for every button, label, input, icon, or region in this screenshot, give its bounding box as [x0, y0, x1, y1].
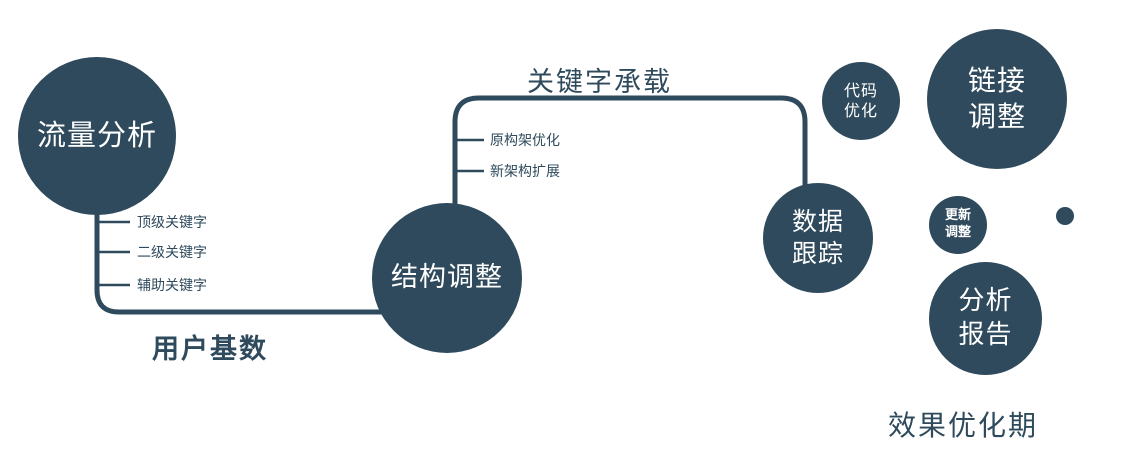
node-structure-adjust-label: 结构调整	[391, 261, 503, 293]
node-code-optimization-line2: 优化	[843, 101, 878, 120]
node-analysis-report-line2: 报告	[958, 319, 1013, 350]
branch-label-arch-optimization: 原构架优化	[490, 133, 560, 149]
branch-label-aux-keywords: 辅助关键字	[137, 278, 207, 294]
edge-traffic-to-structure	[94, 200, 400, 315]
node-structure-adjust: 结构调整	[372, 203, 522, 353]
node-code-optimization: 代码 优化	[822, 62, 900, 140]
node-traffic-analysis: 流量分析	[18, 57, 176, 215]
branch-label-second-keywords: 二级关键字	[137, 245, 207, 261]
node-link-adjustment-line2: 调整	[967, 100, 1026, 133]
edge-label-user-base: 用户基数	[152, 334, 268, 365]
node-link-adjustment-line1: 链接	[967, 64, 1026, 98]
node-analysis-report: 分析 报告	[929, 262, 1042, 375]
branch-label-arch-expansion: 新架构扩展	[490, 164, 560, 180]
bullet-dot	[1056, 207, 1074, 225]
node-update-adjustment-line2: 调整	[944, 225, 971, 240]
edge-label-keyword-carrying: 关键字承载	[527, 67, 672, 98]
caption-effect-optimization: 效果优化期	[888, 409, 1039, 442]
node-data-tracking-line2: 跟踪	[791, 239, 844, 268]
node-analysis-report-line1: 分析	[958, 286, 1013, 317]
node-data-tracking: 数据 跟踪	[763, 183, 873, 293]
node-link-adjustment: 链接 调整	[927, 29, 1067, 169]
node-data-tracking-line1: 数据	[791, 207, 844, 236]
node-code-optimization-line1: 代码	[843, 80, 878, 100]
branch-label-top-keywords: 顶级关键字	[137, 215, 207, 231]
node-update-adjustment: 更新 调整	[929, 196, 987, 254]
node-traffic-analysis-label: 流量分析	[36, 118, 157, 153]
edge-structure-to-tracking	[452, 95, 808, 215]
node-update-adjustment-line1: 更新	[944, 208, 971, 224]
